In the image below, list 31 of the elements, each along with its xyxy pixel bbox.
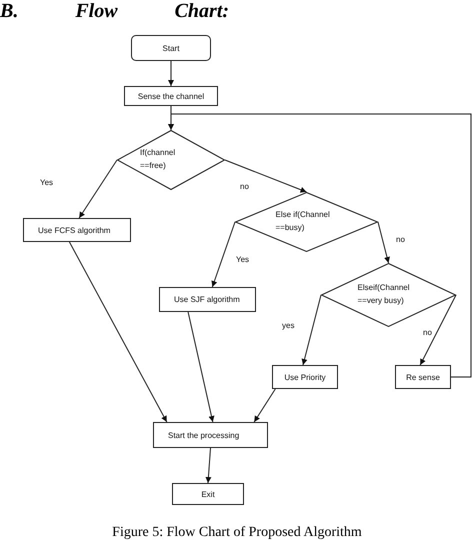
edge-label: Yes <box>40 178 54 187</box>
arrow <box>168 114 472 378</box>
process-box: Use Priority <box>272 365 338 389</box>
figure-caption: Figure 5: Flow Chart of Proposed Algorithm <box>111 525 363 541</box>
arrow <box>378 222 390 264</box>
arrow <box>68 242 168 422</box>
terminal-box: Start <box>131 35 211 61</box>
arrow <box>188 312 214 422</box>
process-box: Use SJF algorithm <box>159 287 256 312</box>
decision-text: If(channel ==free) <box>140 147 176 172</box>
process-box: Exit <box>172 483 244 505</box>
edge-label: Yes <box>236 255 250 264</box>
arrow <box>212 222 236 288</box>
edge-label: no <box>423 328 432 337</box>
process-box: Use FCFS algorithm <box>23 218 131 242</box>
arrow <box>205 448 212 484</box>
edge-label: no <box>240 182 249 191</box>
arrow <box>302 294 322 366</box>
decision-text: Elseif(Channel ==very busy) <box>358 282 411 307</box>
arrow <box>168 60 174 86</box>
process-box: Sense the channel <box>124 86 218 106</box>
process-box: Start the processing <box>153 422 268 448</box>
process-box: Re sense <box>395 365 451 389</box>
arrow <box>224 160 307 193</box>
arrow <box>420 294 456 366</box>
heading: B. Flow Chart: <box>0 0 230 23</box>
decision-text: Else if(Channel ==busy) <box>276 209 331 234</box>
arrow <box>78 160 118 218</box>
edge-label: yes <box>282 321 294 330</box>
edge-label: no <box>396 235 405 244</box>
arrow <box>254 388 276 422</box>
